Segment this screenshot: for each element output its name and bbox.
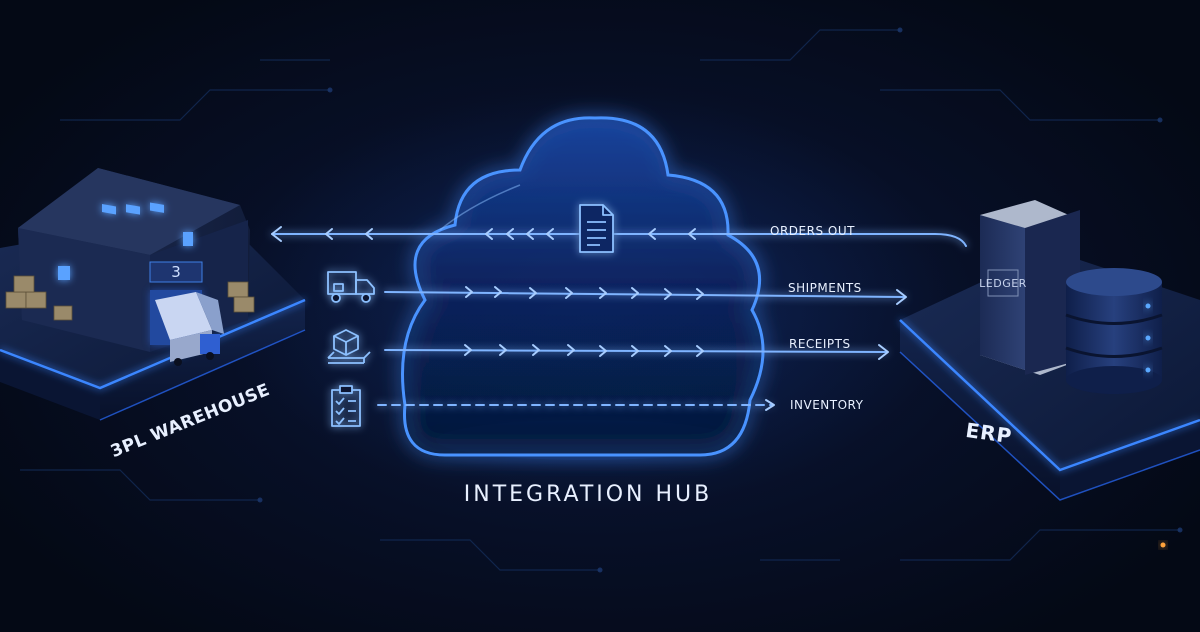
arrowhead-orders-out [271, 226, 282, 242]
dock-number-sign [149, 261, 203, 283]
flow-label-inventory: INVENTORY [790, 398, 864, 412]
stacked-boxes [5, 275, 255, 321]
truck-icon [327, 271, 375, 303]
dock-number: 3 [171, 263, 181, 281]
truck-illustration [155, 292, 224, 366]
amber-light-dot [1160, 542, 1166, 548]
chevrons-shipments [465, 286, 704, 300]
chevrons-receipts [464, 344, 704, 357]
cloud-shape [401, 116, 765, 457]
document-icon [579, 204, 614, 253]
flow-line-orders-out [271, 233, 967, 247]
ledger-book [980, 200, 1080, 375]
clipboard-checklist-icon [331, 385, 361, 427]
flow-line-receipts [384, 349, 888, 353]
integration-hub-cloud [401, 116, 765, 460]
chevrons-orders-out [325, 228, 696, 240]
warehouse-node: 3 3PL WAREHOUSE [0, 168, 306, 462]
flow-label-receipts: RECEIPTS [789, 337, 851, 351]
boxes-on-pallet-icon [327, 329, 371, 364]
erp-label: ERP [964, 418, 1014, 448]
flow-label-shipments: SHIPMENTS [788, 281, 862, 295]
hub-title: INTEGRATION HUB [464, 482, 713, 507]
flow-label-orders-out: ORDERS OUT [770, 224, 855, 238]
arrowhead-receipts [878, 344, 889, 360]
arrowhead-shipments [896, 289, 907, 305]
ledger-label: LEDGER [979, 277, 1027, 290]
arrowhead-inventory [765, 399, 775, 411]
database-icon [1065, 268, 1163, 394]
circuit-traces [20, 29, 1180, 571]
erp-node: LEDGER ERP [899, 200, 1200, 501]
